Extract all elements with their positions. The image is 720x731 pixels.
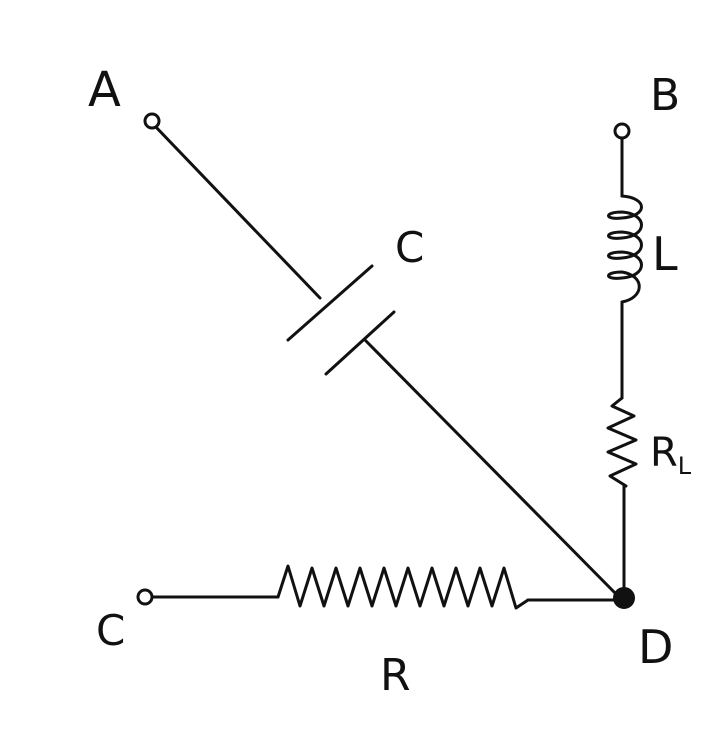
inductor-branch	[606, 132, 643, 592]
wire-a-to-capacitor	[151, 122, 322, 300]
label-capacitor: C	[395, 223, 424, 272]
resistor-branch	[148, 564, 620, 610]
terminal-c-node	[136, 588, 154, 606]
label-a: A	[88, 62, 121, 118]
label-resistor: R	[380, 650, 411, 701]
inductor-coil	[607, 194, 643, 304]
resistor-zigzag	[276, 564, 530, 610]
wire-capacitor-to-d	[364, 339, 620, 598]
label-d: D	[638, 620, 673, 674]
label-inductor: L	[652, 227, 678, 281]
terminal-a-node	[143, 112, 161, 130]
terminal-b-node	[613, 122, 631, 140]
label-rl-subscript: L	[678, 452, 692, 480]
terminal-d-node	[613, 587, 635, 609]
label-b: B	[650, 70, 680, 121]
label-rl: RL	[650, 430, 692, 480]
capacitor-branch	[151, 122, 620, 598]
label-rl-main: R	[650, 430, 678, 476]
capacitor-plate-lower	[324, 310, 396, 376]
capacitor-plate-upper	[286, 264, 374, 342]
label-c-terminal: C	[96, 606, 125, 655]
rl-resistor-zigzag	[606, 396, 638, 488]
